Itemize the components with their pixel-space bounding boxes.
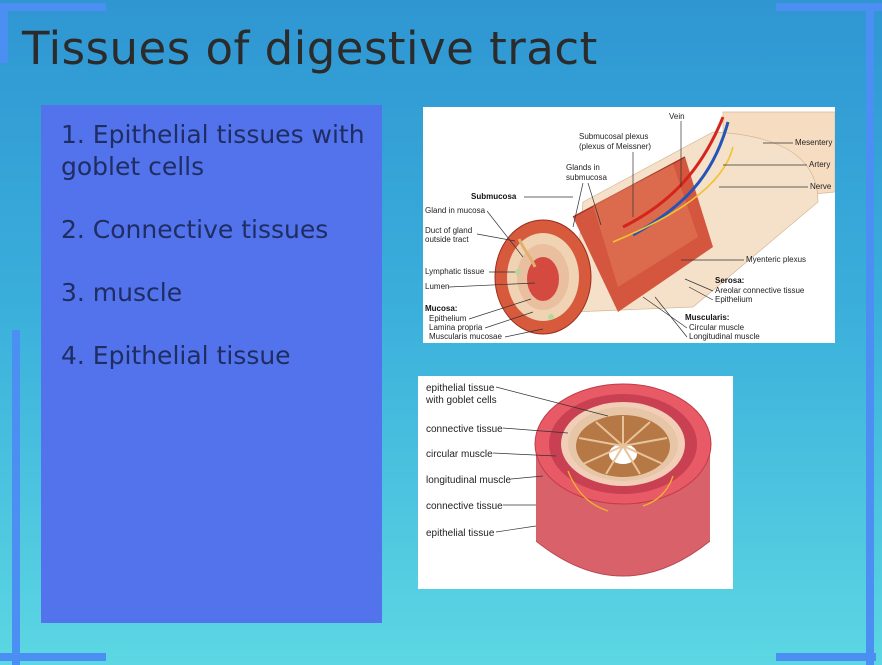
label-lumen: Lumen	[425, 282, 449, 291]
list-item: 1. Epithelial tissues with goblet cells	[61, 120, 365, 181]
label-epithelial-tissue: epithelial tissue	[426, 528, 495, 539]
label-gland-in-mucosa: Gland in mucosa	[425, 206, 486, 215]
frame-top-left-v	[0, 3, 8, 63]
label-mucosa: Mucosa:	[425, 304, 457, 313]
label-vein: Vein	[669, 112, 685, 121]
label-epithelial-goblet-2: with goblet cells	[425, 395, 497, 406]
label-submucosa: Submucosa	[471, 192, 517, 201]
label-artery: Artery	[809, 160, 830, 169]
label-mesentery: Mesentery	[795, 138, 832, 147]
label-glands-submucosa: submucosa	[566, 173, 607, 182]
label-nerve: Nerve	[810, 182, 832, 191]
label-circular-muscle: circular muscle	[426, 449, 493, 460]
label-serosa: Serosa:	[715, 276, 744, 285]
frame-bottom-left-h	[0, 653, 106, 661]
frame-top-left-h	[0, 3, 106, 11]
label-muscularis: Muscularis:	[685, 313, 729, 322]
label-longitudinal-muscle: Longitudinal muscle	[689, 332, 760, 341]
label-glands-in: Glands in	[566, 163, 600, 172]
label-epithelium: Epithelium	[429, 314, 467, 323]
label-connective-tissue-2: connective tissue	[426, 501, 503, 512]
label-epithelial-goblet-1: epithelial tissue	[426, 383, 495, 394]
label-plexus-meissner: (plexus of Meissner)	[579, 142, 651, 151]
label-areolar: Areolar connective tissue	[715, 286, 805, 295]
label-serosa-epithelium: Epithelium	[715, 295, 753, 304]
frame-right-v	[866, 3, 874, 665]
label-connective-tissue-1: connective tissue	[426, 424, 503, 435]
tube-cross-section-diagram: epithelial tissue with goblet cells conn…	[418, 376, 733, 589]
label-lamina-propria: Lamina propria	[429, 323, 483, 332]
label-lymphatic-tissue: Lymphatic tissue	[425, 267, 485, 276]
list-item: 2. Connective tissues	[61, 215, 329, 244]
frame-top-right-h	[776, 3, 882, 11]
frame-bottom-right-h	[776, 653, 876, 661]
frame-left-v	[12, 330, 20, 665]
label-submucosal-plexus: Submucosal plexus	[579, 132, 648, 141]
label-myenteric-plexus: Myenteric plexus	[746, 255, 806, 264]
slide-title: Tissues of digestive tract	[22, 22, 598, 75]
list-item: 4. Epithelial tissue	[61, 341, 291, 370]
label-duct-of-gland: Duct of gland	[425, 226, 472, 235]
label-circular-muscle: Circular muscle	[689, 323, 745, 332]
content-textbox: 1. Epithelial tissues with goblet cells …	[41, 105, 382, 623]
label-outside-tract: outside tract	[425, 235, 469, 244]
digestive-wall-diagram: Vein Submucosal plexus (plexus of Meissn…	[423, 107, 835, 343]
label-longitudinal-muscle: longitudinal muscle	[426, 475, 511, 486]
list-item: 3. muscle	[61, 278, 183, 307]
label-muscularis-mucosae: Muscularis mucosae	[429, 332, 502, 341]
tissue-list: 1. Epithelial tissues with goblet cells …	[41, 105, 382, 372]
